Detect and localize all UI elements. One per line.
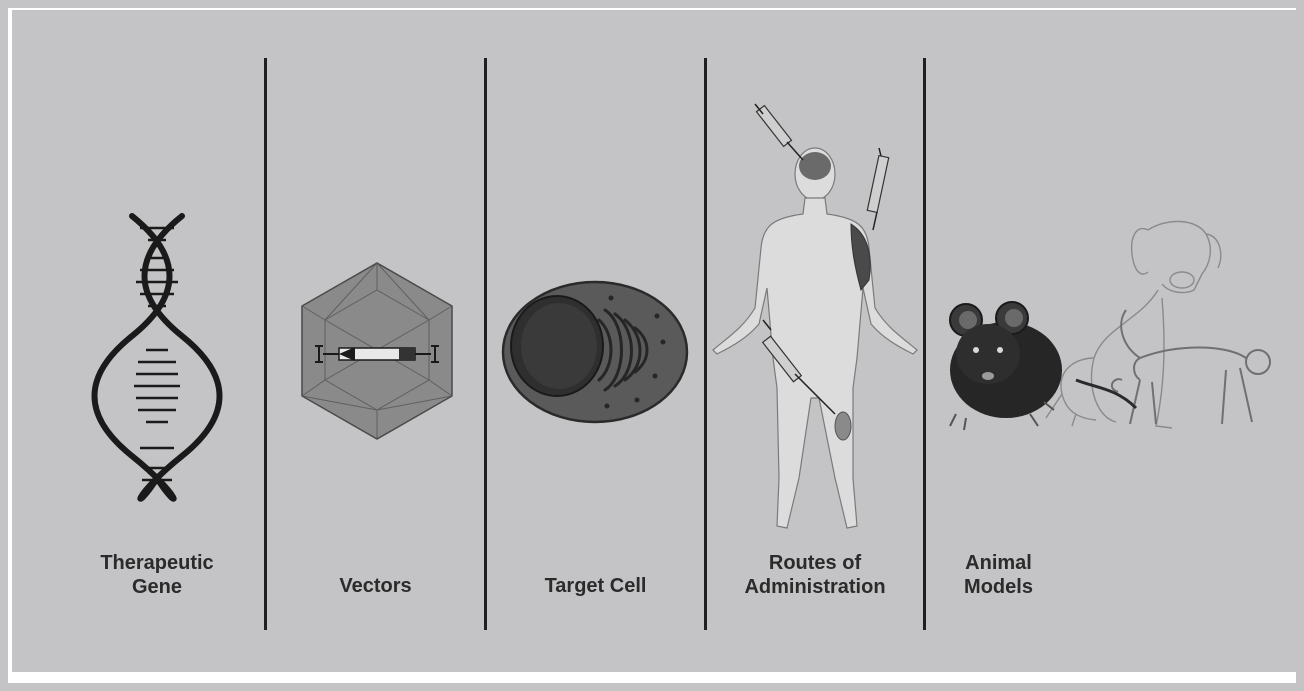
cell-icon (487, 58, 704, 630)
label-therapeutic-gene: Therapeutic Gene (50, 551, 264, 599)
label-vectors: Vectors (267, 574, 484, 598)
dog-icon (1046, 221, 1221, 428)
label-line: Routes of (707, 551, 923, 575)
label-animal-models: Animal Models (931, 551, 1066, 599)
panel-target-cell: Target Cell (487, 58, 704, 630)
label-line: Vectors (267, 574, 484, 598)
label-line: Models (931, 575, 1066, 599)
animals-illustration (926, 58, 1286, 630)
panel-animal-models: Animal Models (926, 58, 1286, 630)
label-line: Therapeutic (50, 551, 264, 575)
mouse-icon (950, 302, 1136, 430)
label-line: Gene (50, 575, 264, 599)
panel-therapeutic-gene: Therapeutic Gene (50, 58, 264, 630)
label-target-cell: Target Cell (487, 574, 704, 598)
human-body-injection-icon (707, 58, 923, 630)
label-routes: Routes of Administration (707, 551, 923, 599)
label-line: Administration (707, 575, 923, 599)
viral-capsid-icon (267, 58, 484, 630)
label-line: Animal (931, 551, 1066, 575)
label-line: Target Cell (487, 574, 704, 598)
panel-routes: Routes of Administration (707, 58, 923, 630)
dna-helix-icon (50, 58, 264, 630)
panel-vectors: Vectors (267, 58, 484, 630)
